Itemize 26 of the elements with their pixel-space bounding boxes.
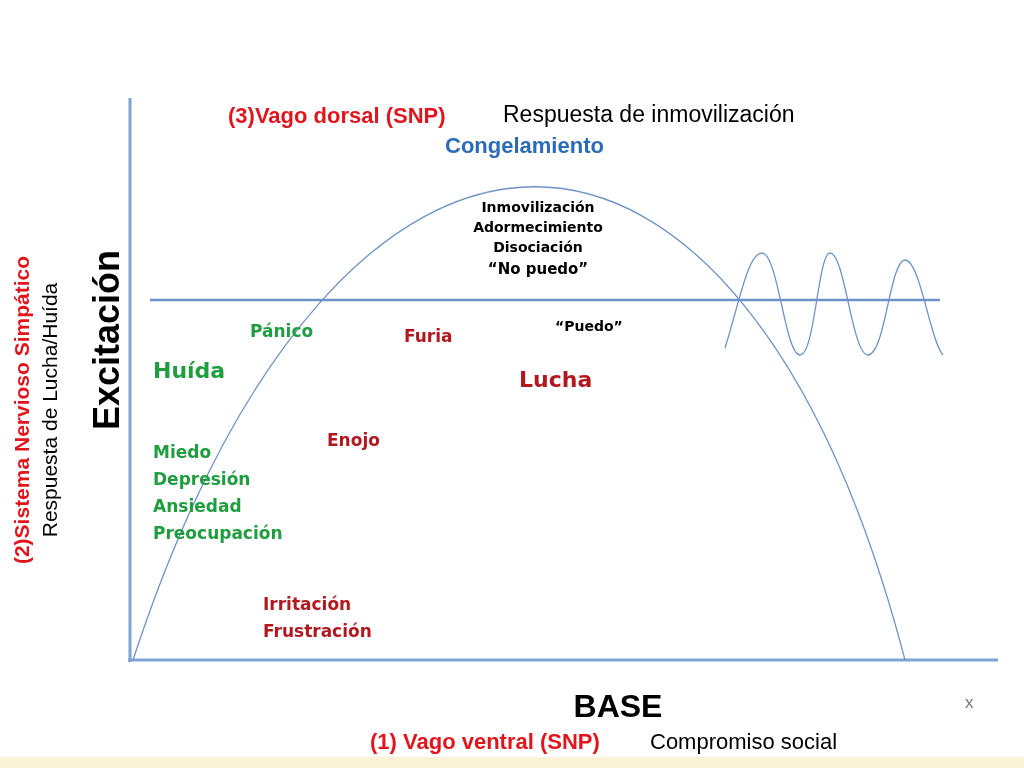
- emotion-label: Miedo: [153, 443, 212, 463]
- heading-text: Congelamiento: [445, 133, 604, 159]
- emotion-label: Irritación: [263, 595, 352, 615]
- state-label: “No puedo”: [487, 261, 589, 279]
- axis-title: (2)Sistema Nervioso Simpático: [9, 255, 34, 565]
- axis-title: (1) Vago ventral (SNP): [370, 729, 600, 755]
- axis-title: Respuesta de Lucha/Huída: [37, 282, 62, 538]
- state-label: Disociación: [493, 239, 583, 256]
- axis-title: Compromiso social: [650, 729, 838, 755]
- emotion-label: Depresión: [153, 470, 251, 490]
- emotion-label: Ansiedad: [153, 497, 242, 517]
- heading-text: Respuesta de inmovilización: [503, 101, 795, 128]
- close-mark: x: [965, 693, 974, 713]
- axis-title: BASE: [573, 688, 663, 725]
- state-label: Adormecimiento: [473, 219, 603, 236]
- state-label: Inmovilización: [481, 199, 595, 216]
- emotion-label: Enojo: [327, 431, 380, 451]
- emotion-label: Preocupación: [153, 524, 283, 544]
- heading-text: (3)Vago dorsal (SNP): [228, 103, 446, 129]
- emotion-label: Lucha: [519, 367, 593, 393]
- state-label: “Puedo”: [555, 318, 623, 335]
- emotion-label: Furia: [404, 327, 453, 347]
- emotion-label: Huída: [153, 358, 226, 384]
- axis-title: Excitación: [86, 249, 128, 431]
- emotion-label: Pánico: [250, 322, 314, 342]
- emotion-label: Frustración: [263, 622, 372, 642]
